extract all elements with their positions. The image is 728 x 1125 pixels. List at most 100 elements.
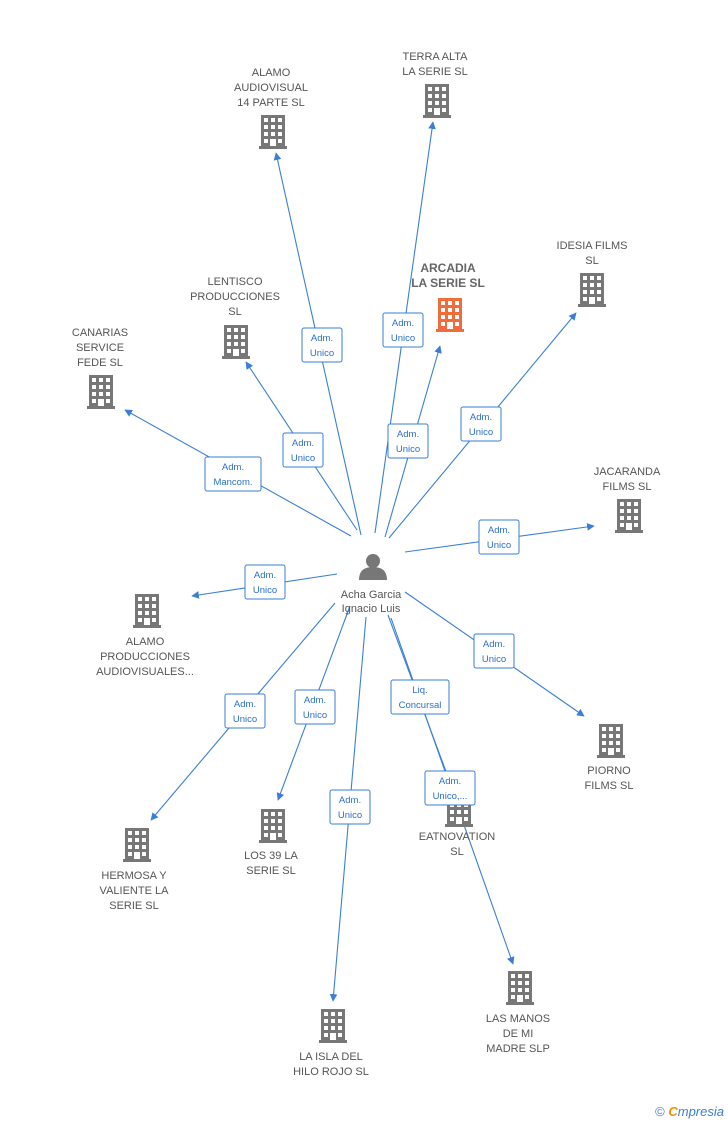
relation-label-eatnovation[interactable]: Liq.Concursal	[390, 679, 450, 715]
relation-label-alamoprod[interactable]: Adm. Unico	[244, 564, 286, 600]
company-node-terra[interactable]: TERRA ALTA LA SERIE SL	[402, 51, 468, 118]
company-label-piorno-line-1: PIORNO	[587, 765, 631, 777]
relation-label-piorno[interactable]: Adm. Unico	[473, 633, 515, 669]
relation-label-terra[interactable]: Adm. Unico	[382, 312, 424, 348]
company-node-piorno[interactable]: PIORNO FILMS SL	[585, 724, 634, 792]
company-label-eatnovation-line-1: EATNOVATION	[419, 831, 495, 843]
relation-label-box	[473, 633, 515, 669]
building-icon	[319, 1009, 347, 1043]
relation-label-text-line-2: Unico	[291, 453, 315, 464]
relation-label-box	[204, 456, 262, 492]
relation-label-text-line-2: Unico,...	[433, 791, 468, 802]
relation-label-box	[390, 679, 450, 715]
building-icon	[133, 594, 161, 628]
company-label-eatnovation-line-2: SL	[450, 846, 463, 858]
relation-label-manos[interactable]: Adm. Unico,...	[424, 770, 476, 806]
relation-label-text-line-1: Adm.	[222, 462, 244, 473]
building-icon	[423, 84, 451, 118]
company-label-alamo14-line-3: 14 PARTE SL	[237, 97, 304, 109]
company-label-jacaranda-line-1: JACARANDA	[594, 466, 661, 478]
relation-label-text-line-2: Concursal	[399, 700, 442, 711]
relation-label-text-line-1: Adm.	[304, 695, 326, 706]
relation-label-box	[460, 406, 502, 442]
company-label-lentisco-line-1: LENTISCO	[207, 276, 262, 288]
relation-label-lentisco[interactable]: Adm. Unico	[282, 432, 324, 468]
relation-label-idesia[interactable]: Adm.Unico	[460, 406, 502, 442]
company-node-jacaranda[interactable]: JACARANDA FILMS SL	[594, 466, 661, 533]
building-icon	[87, 375, 115, 409]
building-icon	[578, 273, 606, 307]
footer-brand: © Cmpresia	[655, 1104, 724, 1119]
relation-label-box	[424, 770, 476, 806]
relation-label-canarias[interactable]: Adm.Mancom.	[204, 456, 262, 492]
relation-label-hermosa[interactable]: Adm.Unico	[224, 693, 266, 729]
relation-label-alamo14[interactable]: Adm.Unico	[301, 327, 343, 363]
copyright-symbol: ©	[655, 1104, 665, 1119]
company-label-lentisco-line-3: SL	[228, 306, 241, 318]
relation-label-text-line-2: Unico	[391, 333, 415, 344]
company-label-piorno-line-2: FILMS SL	[585, 780, 634, 792]
relation-label-text-line-2: Unico	[396, 444, 420, 455]
building-icon	[222, 325, 250, 359]
relation-label-text-line-1: Adm.	[292, 438, 314, 449]
relation-label-text-line-1: Adm.	[483, 639, 505, 650]
company-label-terra-line-1: TERRA ALTA	[402, 51, 468, 63]
relation-label-text-line-1: Adm.	[254, 570, 276, 581]
relation-label-text-line-1: Adm.	[397, 429, 419, 440]
relation-label-text-line-1: Adm.	[392, 318, 414, 329]
relation-label-box	[282, 432, 324, 468]
building-icon	[436, 298, 464, 332]
company-label-arcadia-line-1: ARCADIA	[420, 261, 476, 275]
company-label-alamoprod-line-2: PRODUCCIONES	[100, 651, 190, 663]
relation-label-jacaranda[interactable]: Adm.Unico	[478, 519, 520, 555]
relation-label-box	[329, 789, 371, 825]
relation-label-text-line-1: Adm.	[311, 333, 333, 344]
relation-label-text-line-2: Unico	[482, 654, 506, 665]
center-person-node[interactable]: Acha Garcia Ignacio Luis	[341, 554, 402, 615]
relation-label-box	[294, 689, 336, 725]
relation-label-los39[interactable]: Adm. Unico	[294, 689, 336, 725]
brand-logo-text: mpresia	[677, 1104, 724, 1119]
relation-label-text-line-2: Unico	[303, 710, 327, 721]
company-label-hermosa-line-1: HERMOSA Y	[101, 870, 167, 882]
company-label-alamo14-line-1: ALAMO	[252, 67, 291, 79]
company-label-manos-line-2: DE MI	[503, 1028, 534, 1040]
company-label-idesia-line-2: SL	[585, 255, 598, 267]
company-label-manos-line-3: MADRE SLP	[486, 1043, 550, 1055]
relation-label-text-line-2: Unico	[253, 585, 277, 596]
person-icon	[359, 554, 387, 580]
company-label-isla-line-2: HILO ROJO SL	[293, 1066, 369, 1078]
relation-label-text-line-2: Unico	[338, 810, 362, 821]
relation-label-box	[478, 519, 520, 555]
company-label-los39-line-2: SERIE SL	[246, 865, 296, 877]
company-label-jacaranda-line-2: FILMS SL	[603, 481, 652, 493]
building-icon	[597, 724, 625, 758]
company-label-canarias-line-3: FEDE SL	[77, 357, 123, 369]
company-label-los39-line-1: LOS 39 LA	[244, 850, 298, 862]
company-label-hermosa-line-3: SERIE SL	[109, 900, 159, 912]
company-node-los39[interactable]: LOS 39 LA SERIE SL	[244, 809, 299, 877]
relation-label-box	[387, 423, 429, 459]
relation-label-text-line-2: Unico	[487, 540, 511, 551]
company-label-arcadia-line-2: LA SERIE SL	[411, 276, 485, 290]
relation-label-box	[382, 312, 424, 348]
relation-label-text-line-1: Adm.	[439, 776, 461, 787]
building-icon	[259, 809, 287, 843]
company-node-alamoprod[interactable]: ALAMOPRODUCCIONESAUDIOVISUALES...	[96, 594, 194, 678]
relation-label-box	[244, 564, 286, 600]
company-node-eatnovation[interactable]: EATNOVATION SL	[419, 793, 495, 858]
relation-label-box	[301, 327, 343, 363]
relation-label-isla[interactable]: Adm.Unico	[329, 789, 371, 825]
company-label-terra-line-2: LA SERIE SL	[402, 66, 467, 78]
relation-label-arcadia[interactable]: Adm. Unico	[387, 423, 429, 459]
company-label-canarias-line-1: CANARIAS	[72, 327, 128, 339]
